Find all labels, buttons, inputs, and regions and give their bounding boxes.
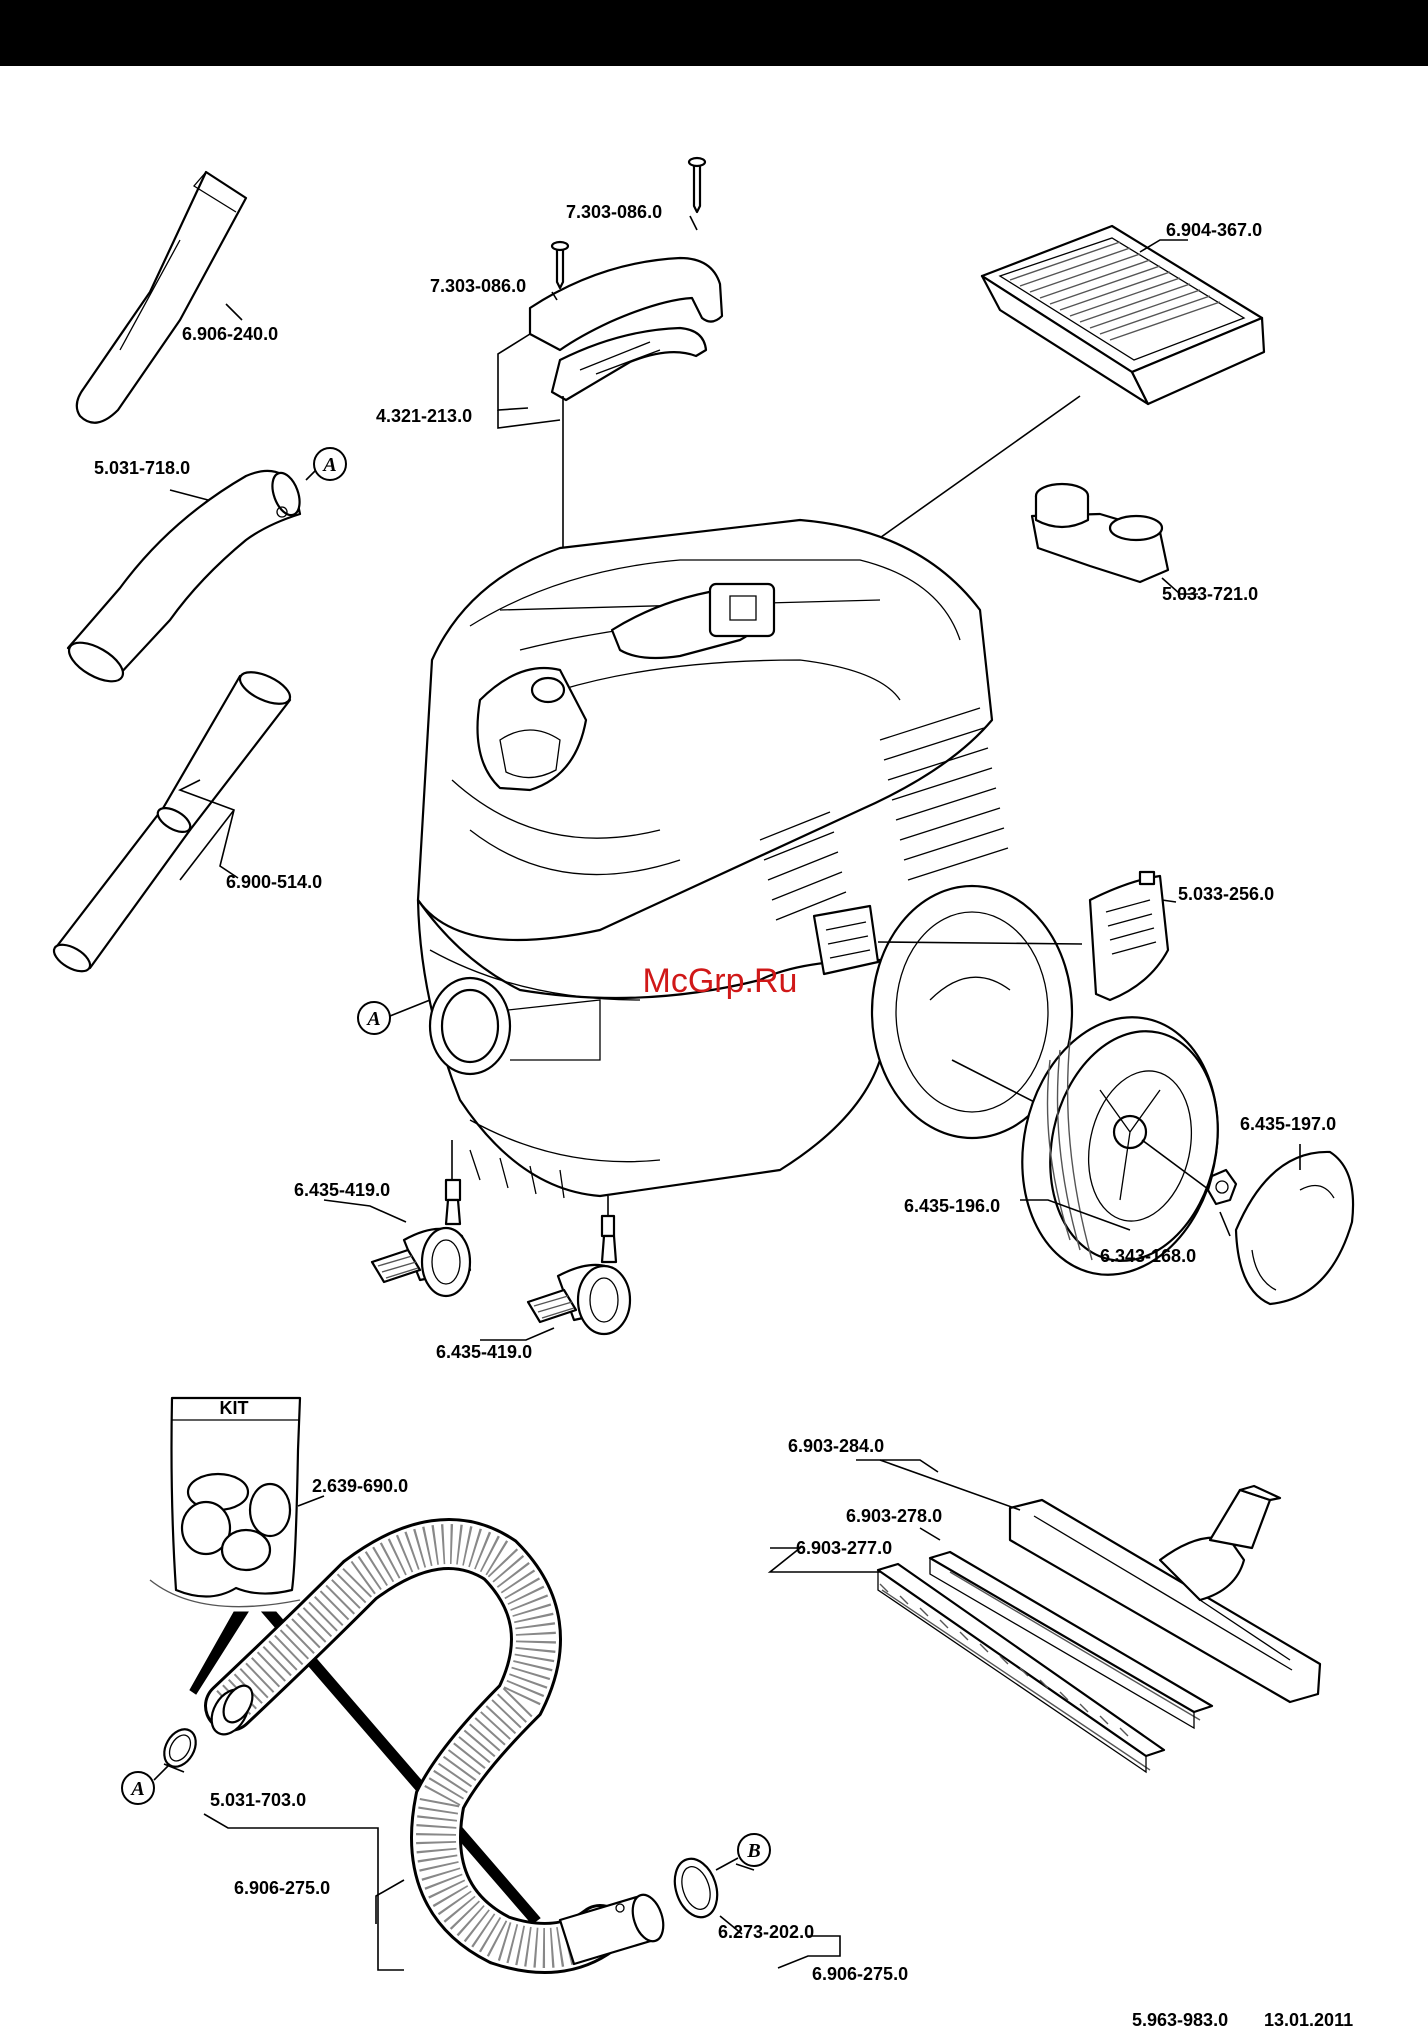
top-black-bar: [0, 0, 1428, 66]
cover-drawing: [1088, 870, 1170, 1002]
svg-text:A: A: [321, 454, 336, 476]
kit-bag-drawing: [170, 1396, 302, 1598]
label-clip: 6.343-168.0: [1100, 1246, 1196, 1266]
footer-date: 13.01.2011: [1264, 2010, 1353, 2030]
footer-doc-number: 5.963-983.0: [1132, 2010, 1228, 2030]
filter-drawing: [980, 224, 1266, 406]
label-kit: 2.639-690.0: [312, 1476, 408, 1496]
tubes-drawing: [52, 671, 292, 973]
caster-1-drawing: [370, 1178, 472, 1298]
svg-text:B: B: [746, 1840, 760, 1862]
label-wheel: 6.435-196.0: [904, 1196, 1000, 1216]
svg-text:A: A: [365, 1008, 380, 1030]
strip-1-drawing: [928, 1550, 1214, 1730]
leader-lines: [163, 215, 1301, 1971]
handle-drawing: [528, 256, 724, 402]
label-hubcap: 6.435-197.0: [1240, 1114, 1336, 1134]
svg-text:A: A: [129, 1778, 144, 1800]
hose-drawing: [204, 1518, 665, 1974]
label-holder: 5.033-721.0: [1162, 584, 1258, 604]
marker-a-body: A: [357, 1001, 391, 1035]
label-tubes: 6.900-514.0: [226, 872, 322, 892]
wheel-drawing: [1021, 1016, 1219, 1276]
label-caster-2: 6.435-419.0: [436, 1342, 532, 1362]
label-crevice-nozzle: 6.906-240.0: [182, 324, 278, 344]
floor-nozzle-drawing: [1008, 1484, 1322, 1704]
label-screw-left: 7.303-086.0: [430, 276, 526, 296]
label-strip-1: 6.903-278.0: [846, 1506, 942, 1526]
watermark: McGrp.Ru: [643, 962, 798, 1000]
caster-2-drawing: [526, 1214, 632, 1336]
hubcap-drawing: [1234, 1150, 1355, 1306]
label-cover: 5.033-256.0: [1178, 884, 1274, 904]
strip-2-drawing: [876, 1562, 1166, 1774]
label-screw-top: 7.303-086.0: [566, 202, 662, 222]
vacuum-body-drawing: [416, 518, 1074, 1199]
screws-drawing: [550, 156, 707, 290]
label-hose-1: 6.906-275.0: [234, 1878, 330, 1898]
adapter-ring-drawing: [163, 1728, 197, 1768]
marker-a-hose: A: [121, 1771, 155, 1805]
label-hose-2: 6.906-275.0: [812, 1964, 908, 1984]
label-floor-nozzle: 6.903-284.0: [788, 1436, 884, 1456]
clip-drawing: [1206, 1168, 1238, 1206]
sealing-ring-drawing: [673, 1857, 719, 1919]
marker-b-hose: B: [737, 1833, 771, 1867]
label-filter: 6.904-367.0: [1166, 220, 1262, 240]
holder-drawing: [1030, 482, 1170, 584]
bend-drawing: [66, 469, 302, 683]
label-bend: 5.031-718.0: [94, 458, 190, 478]
label-handle: 4.321-213.0: [376, 406, 472, 426]
label-caster-1: 6.435-419.0: [294, 1180, 390, 1200]
kit-label: KIT: [220, 1398, 249, 1418]
crevice-nozzle-drawing: [75, 170, 248, 424]
label-adapter: 5.031-703.0: [210, 1790, 306, 1810]
marker-a-bend: A: [313, 447, 347, 481]
label-strip-2: 6.903-277.0: [796, 1538, 892, 1558]
label-ring: 6.273-202.0: [718, 1922, 814, 1942]
